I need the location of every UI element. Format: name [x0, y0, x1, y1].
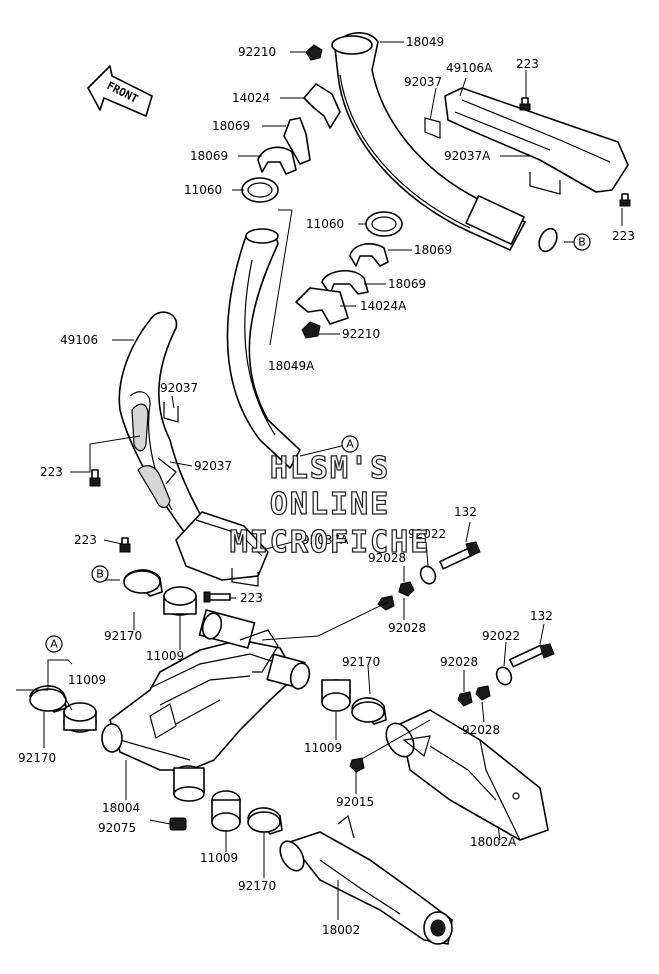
part-label: 18049	[406, 35, 444, 49]
upper-flange-parts	[241, 44, 341, 203]
part-label: 223	[516, 57, 539, 71]
part-label: 92037A	[302, 533, 349, 547]
part-label: 18002A	[470, 835, 517, 849]
header-pipe-18049A	[226, 209, 301, 469]
part-label: 92028	[462, 723, 500, 737]
watermark: HLSM'S ONLINE MICROFICHE	[229, 450, 431, 560]
part-label: 132	[530, 609, 553, 623]
part-label: 223	[40, 465, 63, 479]
callout-A-upper-text: A	[346, 438, 354, 451]
part-label: 92015	[336, 795, 374, 809]
part-label: 18069	[414, 243, 452, 257]
part-label: 92170	[342, 655, 380, 669]
muffler-18002	[279, 814, 453, 945]
part-label: 223	[74, 533, 97, 547]
part-label: 18069	[212, 119, 250, 133]
part-label: 92028	[388, 621, 426, 635]
middle-clamp-group	[321, 679, 387, 725]
part-label: 14024	[232, 91, 270, 105]
part-label: 18069	[388, 277, 426, 291]
header-pipe-18049	[331, 32, 558, 253]
part-label: 92210	[238, 45, 276, 59]
fasteners	[89, 97, 631, 773]
part-label: 92037A	[444, 149, 491, 163]
part-label: 11009	[304, 741, 342, 755]
part-label: 18004	[102, 801, 140, 815]
front-direction-arrow: FRONT	[87, 65, 153, 117]
part-labels: 92210 18049 49106A 223 14024 92037 18069…	[18, 35, 635, 937]
lower-left-clamp-group	[16, 659, 97, 733]
part-label: 92210	[342, 327, 380, 341]
collector-18004	[101, 609, 311, 802]
part-label: 11060	[184, 183, 222, 197]
part-label: 11009	[200, 851, 238, 865]
part-label: 49106A	[446, 61, 493, 75]
part-label: 11009	[146, 649, 184, 663]
part-label: 92170	[104, 629, 142, 643]
callout-B-upper: B	[573, 233, 591, 251]
watermark-line-3: MICROFICHE	[230, 525, 431, 560]
part-label: 92028	[368, 551, 406, 565]
part-label: 92170	[238, 879, 276, 893]
part-label: 14024A	[360, 299, 407, 313]
muffler-18002A	[359, 709, 549, 841]
callout-A-upper: A	[341, 435, 359, 453]
part-label: 92028	[440, 655, 478, 669]
callout-B-upper-text: B	[578, 236, 586, 249]
part-label: 92037	[160, 381, 198, 395]
part-label: 49106	[60, 333, 98, 347]
part-label: 92037	[404, 75, 442, 89]
callout-B-lower-text: B	[96, 568, 104, 581]
collector-18004-upper	[175, 511, 269, 587]
watermark-line-1: HLSM'S	[270, 451, 390, 486]
part-label: 132	[454, 505, 477, 519]
part-label: 223	[240, 591, 263, 605]
left-clamp-gasket-group	[123, 569, 197, 616]
part-label: 223	[612, 229, 635, 243]
part-label: 11060	[306, 217, 344, 231]
callout-A-lower: A	[45, 635, 63, 653]
part-label: 18049A	[268, 359, 315, 373]
heat-shield-49106	[118, 311, 216, 557]
part-label: 92022	[408, 527, 446, 541]
leader-lines	[43, 41, 623, 920]
part-label: 92075	[98, 821, 136, 835]
part-label: 92170	[18, 751, 56, 765]
callout-B-lower: B	[91, 565, 109, 583]
part-label: 92022	[482, 629, 520, 643]
heat-shield-49106A	[424, 87, 629, 195]
watermark-line-2: ONLINE	[270, 487, 390, 522]
part-label: 18069	[190, 149, 228, 163]
part-label: 92037	[194, 459, 232, 473]
part-label: 18002	[322, 923, 360, 937]
callout-A-lower-text: A	[50, 638, 58, 651]
part-label: 11009	[68, 673, 106, 687]
